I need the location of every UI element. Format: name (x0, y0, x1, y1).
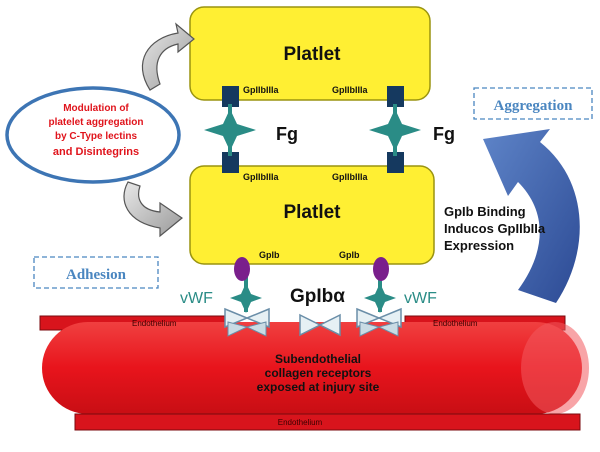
collagen-receptor-middle (299, 313, 341, 337)
platelet-bottom: Platlet (189, 165, 435, 265)
receptor-label-bottom-left: GpIIbIIIa (243, 172, 279, 182)
gpib-receptor-left (234, 257, 250, 281)
fibrinogen-bridge-right (369, 86, 421, 173)
receptor-label-top-right: GpIIbIIIa (332, 85, 368, 95)
vessel-text-line2: collagen receptors (265, 366, 372, 380)
aggregation-label-box: Aggregation (473, 87, 593, 120)
vessel-end-right (521, 322, 589, 414)
binding-note-line2: Inducos GpIIbIIa (444, 221, 546, 236)
vessel-body (42, 322, 582, 414)
endothelium-label-right: Endothelium (433, 319, 478, 328)
grey-arrow-top (141, 22, 195, 91)
vwf-label-left: vWF (180, 290, 213, 307)
modulation-line3: by C-Type lectins (55, 131, 137, 142)
endothelium-label-bottom: Endothelium (278, 418, 323, 427)
endothelium-label-left: Endothelium (132, 319, 177, 328)
adhesion-label: Adhesion (66, 267, 127, 283)
modulation-line2: platelet aggregation (48, 117, 143, 128)
fibrinogen-label-right: Fg (433, 124, 455, 144)
collagen-receptor-right (356, 307, 402, 337)
aggregation-arrow (483, 129, 580, 303)
platelet-bottom-label: Platlet (283, 202, 341, 223)
binding-note-line1: GpIb Binding (444, 204, 526, 219)
modulation-callout: Modulation of platelet aggregation by C-… (5, 86, 181, 184)
vessel-text-line3: exposed at injury site (257, 380, 380, 394)
collagen-receptor-left (224, 307, 270, 337)
fibrinogen-label-left: Fg (276, 124, 298, 144)
vessel-text-line1: Subendothelial (275, 352, 361, 366)
endothelium-strip-bottom (74, 413, 581, 431)
modulation-line1: Modulation of (63, 103, 129, 114)
vwf-label-right: vWF (404, 290, 437, 307)
receptor-label-bottom-right: GpIIbIIIa (332, 172, 368, 182)
modulation-line4: and Disintegrins (53, 146, 139, 158)
gpib-alpha-label: GpIbα (290, 286, 345, 307)
gpib-receptor-right (373, 257, 389, 281)
blood-vessel: Endothelium Endothelium Endothelium Sube… (39, 315, 589, 431)
receptor-label-top-left: GpIIbIIIa (243, 85, 279, 95)
grey-arrow-bottom (123, 181, 184, 238)
platelet-top: Platlet (189, 6, 431, 101)
gpib-label-left: GpIb (259, 250, 280, 260)
aggregation-label: Aggregation (494, 98, 574, 114)
platelet-top-label: Platlet (283, 44, 341, 65)
gpib-label-right: GpIb (339, 250, 360, 260)
fibrinogen-bridge-left (204, 86, 256, 173)
binding-note-line3: Expression (444, 238, 514, 253)
adhesion-label-box: Adhesion (33, 256, 159, 289)
